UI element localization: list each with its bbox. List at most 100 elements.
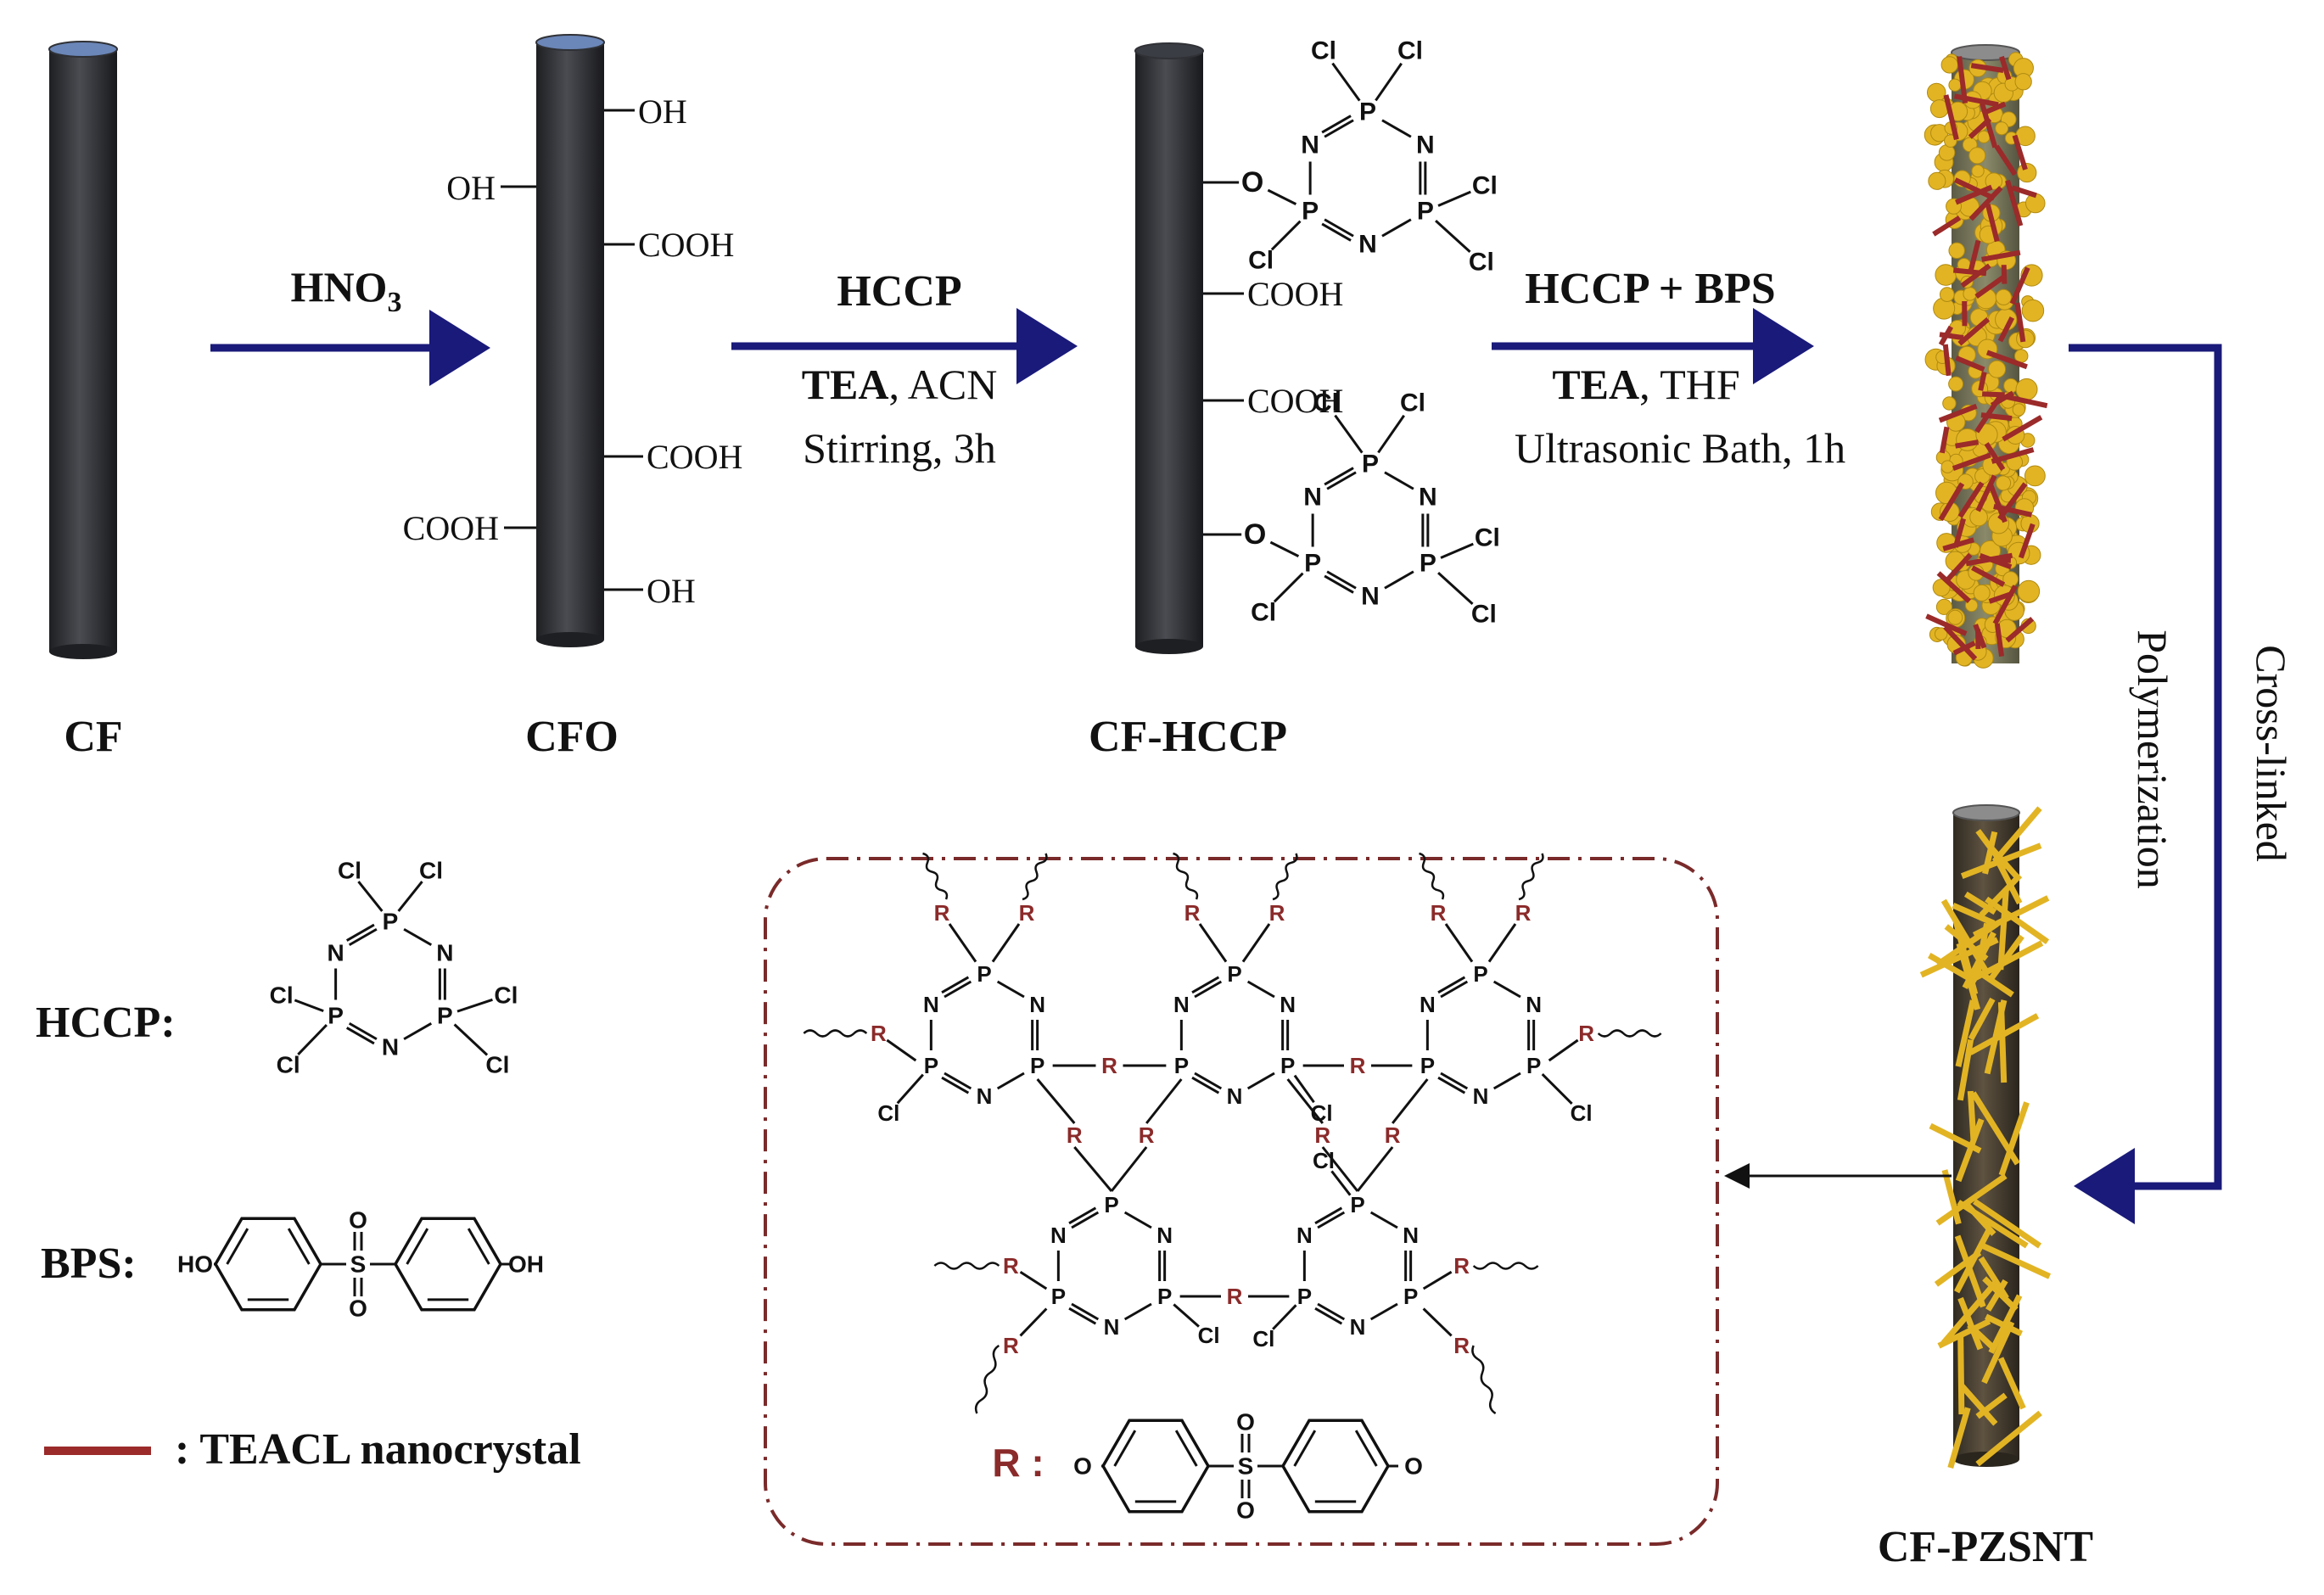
cf-hccp-group-2: COOH xyxy=(1247,382,1343,420)
substituent-bond xyxy=(456,998,493,1013)
n-atom: N xyxy=(1403,1223,1419,1248)
teacl-rod xyxy=(1982,391,2005,398)
polymer-strand xyxy=(1988,844,2022,881)
ring-bond xyxy=(1071,1211,1100,1229)
r-bond xyxy=(1356,1146,1394,1192)
polymer-strand xyxy=(1952,919,1979,995)
substituent-bond xyxy=(1440,542,1474,559)
ring-bond xyxy=(996,980,1025,999)
teacl-rod xyxy=(1932,215,1962,237)
ring-bond xyxy=(1326,570,1357,590)
cl-atom: Cl xyxy=(277,1052,300,1078)
benzene-double-bond xyxy=(406,1228,429,1265)
teacl-rod xyxy=(1925,613,1968,636)
r-group: R xyxy=(1003,1253,1019,1279)
legend-hccp-label: HCCP: xyxy=(36,999,176,1047)
step4-line2: Polymerization xyxy=(2129,630,2176,889)
coating-particle xyxy=(2012,403,2025,417)
o-atom: O xyxy=(1236,1497,1255,1524)
ring-bond xyxy=(1384,471,1414,490)
n-atom: N xyxy=(1358,231,1377,259)
p-atom: P xyxy=(977,961,991,987)
cf-pzsnt-fiber xyxy=(1919,804,2052,1469)
p-atom: P xyxy=(1420,550,1436,578)
substituent-bond xyxy=(397,881,423,912)
coating-particle xyxy=(1940,460,1955,473)
n-atom: N xyxy=(1050,1223,1067,1248)
ring-double-bond xyxy=(1437,1076,1466,1094)
teacl-rod xyxy=(2005,179,2024,227)
teacl-rod xyxy=(1997,316,2015,343)
cl-atom: Cl xyxy=(485,1052,509,1078)
p-atom: P xyxy=(1157,1284,1172,1309)
teacl-rod xyxy=(1974,275,2005,299)
wavy-bond xyxy=(922,852,949,900)
ring-bond xyxy=(1369,1211,1398,1229)
r-bond xyxy=(1145,1078,1183,1124)
benzene-outline xyxy=(1100,1419,1211,1514)
cl-atom: Cl xyxy=(270,982,294,1009)
label-cf-pzsnt: CF-PZSNT xyxy=(1878,1523,2093,1571)
benzene-double-bond xyxy=(1293,1430,1317,1467)
coating-particle xyxy=(1939,287,1955,302)
polymer-strand xyxy=(1973,1199,2042,1249)
r-bond xyxy=(1321,1146,1359,1192)
n-atom: N xyxy=(1301,132,1319,160)
polymer-strand xyxy=(1985,896,2050,945)
teacl-rod xyxy=(2018,523,2036,559)
ring-double-bond xyxy=(1068,1206,1097,1225)
r-bond xyxy=(1286,1078,1324,1124)
coating-particle xyxy=(1934,627,1948,641)
polymer-strand xyxy=(1968,997,1996,1041)
cl-atom: Cl xyxy=(1198,1323,1220,1348)
teacl-rod xyxy=(2014,302,2026,343)
arrow-step1: HNO3 xyxy=(210,263,490,386)
polymer-strand xyxy=(1998,1101,2030,1177)
teacl-rod xyxy=(1971,565,2006,587)
teacl-rod xyxy=(1954,177,1996,201)
p-atom: P xyxy=(1420,1053,1435,1078)
wavy-bond xyxy=(1272,853,1298,901)
teacl-rod xyxy=(1968,117,1992,139)
step2-conditions: TEA, ACN xyxy=(802,361,998,408)
teacl-rod xyxy=(2012,134,2028,171)
polymer-strand xyxy=(1982,1276,2019,1312)
p-atom: P xyxy=(437,1003,453,1029)
ring-bond xyxy=(1326,471,1357,490)
ring-bond xyxy=(1324,218,1354,238)
coating-particle xyxy=(1947,609,1963,625)
ring-bond xyxy=(944,980,972,999)
coated-fiber xyxy=(1924,44,2048,669)
o-atom: O xyxy=(349,1296,367,1322)
legend-bps-label: BPS: xyxy=(41,1240,137,1288)
teacl-rod xyxy=(1993,503,2033,518)
substituent-bond xyxy=(1293,1074,1315,1104)
ring-double-bond xyxy=(941,976,970,994)
polymer-strand xyxy=(1963,891,1997,915)
p-atom: P xyxy=(1417,198,1434,226)
r-group: R xyxy=(871,1021,887,1046)
r-bond xyxy=(1036,1078,1076,1124)
r-group: R xyxy=(1227,1284,1243,1309)
coating-particle xyxy=(2014,73,2032,91)
ring-bond xyxy=(1246,980,1275,999)
n-atom: N xyxy=(1303,484,1322,512)
r-bond xyxy=(991,923,1021,963)
coating-particle xyxy=(1995,288,2012,305)
teacl-rod xyxy=(1938,482,1965,522)
cl-atom: Cl xyxy=(419,858,443,884)
label-cf-hccp: CF-HCCP xyxy=(1089,713,1287,761)
p-atom: P xyxy=(383,909,399,935)
p-atom: P xyxy=(1526,1053,1541,1078)
cl-atom: Cl xyxy=(1313,389,1339,417)
teacl-rod xyxy=(1973,624,1987,649)
p-atom: P xyxy=(1051,1284,1066,1309)
p-atom: P xyxy=(1362,451,1379,478)
cfo-group-3: COOH xyxy=(638,226,734,264)
coating-particle xyxy=(1948,242,1965,260)
r-bond xyxy=(1422,1307,1453,1337)
teacl-rod xyxy=(1957,481,1985,518)
